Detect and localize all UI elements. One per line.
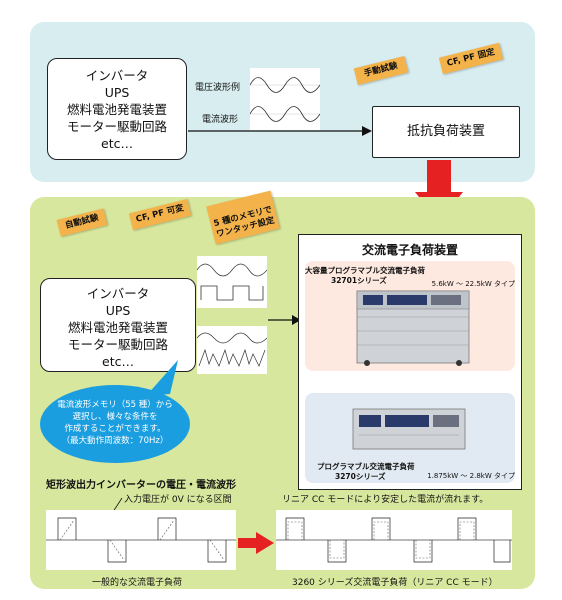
product2-image — [352, 408, 466, 450]
resistive-load-label: 抵抗負荷装置 — [406, 124, 485, 139]
current-sine-wave — [250, 106, 320, 122]
source-line: 燃料電池発電装置 — [67, 320, 168, 335]
bubble-line: 選択し、様々な条件を — [72, 412, 158, 422]
product2-series: 3270シリーズ — [335, 472, 386, 481]
product1-image — [356, 290, 470, 366]
product2-name: プログラマブル交流電子負荷 — [317, 462, 415, 471]
arrow-to-resistive-load — [188, 126, 372, 136]
source-line: モーター駆動回路 — [66, 119, 167, 134]
bubble-line: 作成することができます。 — [64, 424, 166, 434]
current-waveform-label: 電流波形 — [202, 115, 239, 125]
voltage-sine-wave — [197, 332, 267, 344]
general-load-caption: 一般的な交流電子負荷 — [92, 578, 183, 588]
bubble-line: 電流波形メモリ（55 種）から — [57, 400, 173, 410]
source-line: UPS — [105, 303, 131, 318]
memory-waveform-chart — [197, 326, 267, 374]
product1-series: 32701シリーズ — [331, 276, 387, 285]
distorted-current-wave — [198, 348, 266, 367]
source-device-box-top: インバータ UPS 燃料電池発電装置 モーター駆動回路 etc… — [47, 58, 187, 160]
source-line: モーター駆動回路 — [67, 337, 168, 352]
sine-waveform-chart — [250, 68, 320, 130]
zero-volt-note: 入力電圧が 0V になる区間 — [124, 495, 232, 505]
rect-wave-title: 矩形波出力インバーターの電圧・電流波形 — [46, 480, 236, 491]
source-line: インバータ — [85, 68, 149, 83]
voltage-waveform-label: 電圧波形例 — [195, 83, 241, 93]
series3260-waveform — [276, 510, 512, 570]
product1-name: 大容量プログラマブル交流電子負荷 — [305, 266, 425, 275]
rectangular-waveform-chart — [197, 256, 267, 308]
source-line: UPS — [104, 85, 130, 100]
series3260-caption: 3260 シリーズ交流電子負荷（リニア CC モード） — [292, 578, 498, 588]
bubble-line: （最大動作周波数：70Hz） — [61, 436, 169, 446]
resistive-load-box: 抵抗負荷装置 — [372, 106, 520, 158]
product1-range: 5.6kW 〜 22.5kW タイプ — [431, 280, 515, 288]
source-device-box-bottom: インバータ UPS 燃料電池発電装置 モーター駆動回路 etc… — [40, 278, 196, 372]
source-line: etc… — [102, 354, 134, 369]
source-line: 燃料電池発電装置 — [66, 102, 167, 117]
comparison-red-arrow — [238, 532, 274, 554]
source-line: etc… — [101, 136, 133, 151]
source-line: インバータ — [86, 286, 150, 301]
general-load-waveform — [46, 510, 236, 570]
voltage-sine-wave — [197, 263, 267, 277]
arrow-to-ac-load — [268, 315, 301, 325]
linear-cc-note: リニア CC モードにより安定した電流が流れます。 — [282, 495, 489, 505]
memory-info-bubble: 電流波形メモリ（55 種）から 選択し、様々な条件を 作成することができます。 … — [40, 385, 190, 463]
ac-load-title: 交流電子負荷装置 — [361, 243, 458, 257]
info-bubble-tail — [146, 360, 178, 396]
voltage-sine-wave — [250, 77, 320, 93]
ac-electronic-load-box: 交流電子負荷装置 大容量プログラマブル交流電子負荷 32701シリーズ 5.6k… — [298, 234, 522, 490]
product2-range: 1.875kW 〜 2.8kW タイプ — [427, 472, 515, 480]
rectangular-current-wave — [200, 285, 264, 301]
